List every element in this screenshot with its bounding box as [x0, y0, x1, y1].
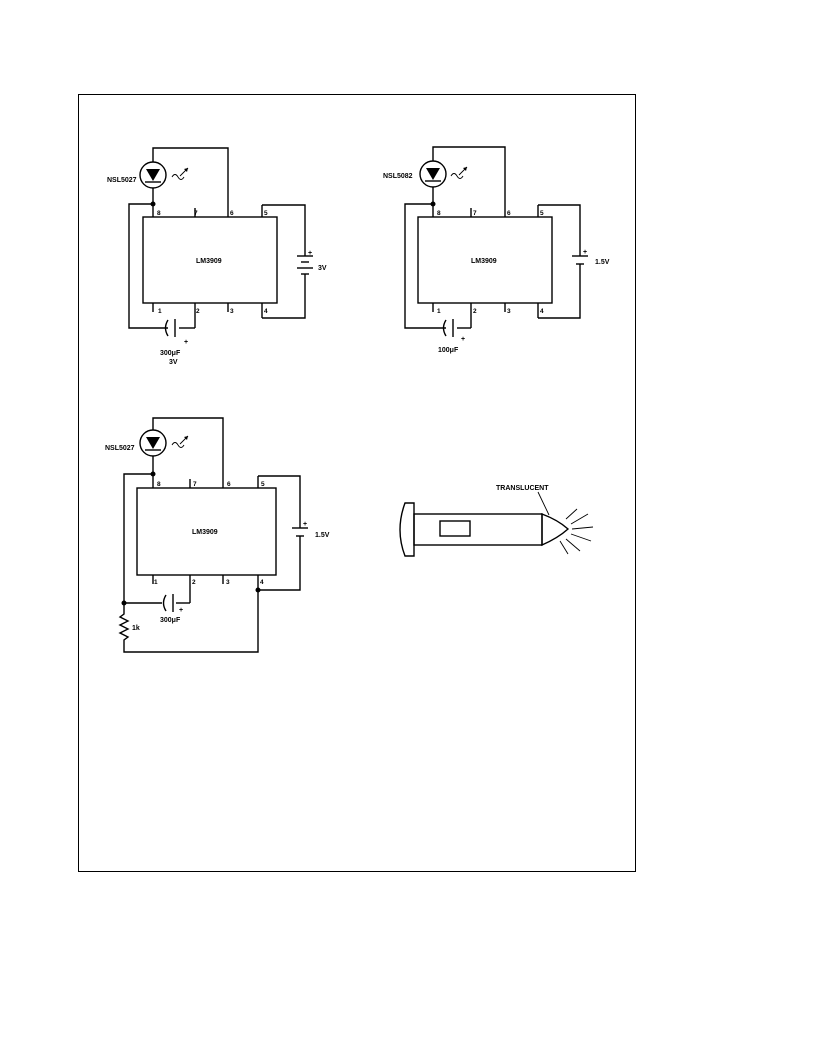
svg-text:8: 8 — [437, 210, 441, 217]
circuit-a: LM3909 8 7 6 5 1 2 3 4 NSL5027 — [107, 147, 327, 366]
circuit-a-capacitor — [164, 319, 169, 337]
flashlight-switch — [439, 520, 471, 537]
svg-text:3: 3 — [226, 579, 230, 586]
circuit-b-chip-label: LM3909 — [471, 258, 497, 265]
flashlight-illustration: TRANSLUCENT — [399, 485, 594, 557]
circuit-a-pin1-num: 1 — [158, 308, 162, 315]
circuit-a-ic-body — [142, 216, 278, 304]
svg-text:+: + — [308, 250, 312, 257]
svg-text:8: 8 — [157, 481, 161, 488]
svg-text:4: 4 — [540, 308, 544, 315]
circuit-c: LM3909 8 7 6 5 1 2 3 4 NSL5027 + 300μF — [105, 417, 330, 653]
light-rays-icon — [559, 508, 594, 555]
flashlight-translucent-tip — [541, 512, 570, 547]
flashlight-body — [413, 513, 543, 546]
circuit-a-pin4-num: 4 — [264, 308, 268, 315]
circuit-a-pin2-num: 2 — [196, 308, 200, 315]
circuit-b-led-label: NSL5082 — [383, 173, 413, 180]
svg-text:+: + — [179, 607, 183, 614]
circuit-b-ic-body — [417, 216, 553, 304]
circuit-a-pin7-num: 7 — [194, 210, 198, 217]
circuit-b-cap-value: 100μF — [438, 347, 459, 354]
flashlight-end-cap — [399, 502, 415, 557]
circuit-c-resistor-label: 1k — [132, 625, 140, 632]
circuit-a-light-emission-icon — [171, 174, 185, 180]
figure-frame — [78, 94, 636, 872]
circuit-a-led-diode-icon — [146, 169, 160, 181]
svg-text:5: 5 — [540, 210, 544, 217]
circuit-c-cap-value: 300μF — [160, 617, 181, 624]
circuit-a-pin8-num: 8 — [157, 210, 161, 217]
svg-text:7: 7 — [193, 481, 197, 488]
circuit-c-led-label: NSL5027 — [105, 445, 135, 452]
svg-text:7: 7 — [473, 210, 477, 217]
circuit-a-cap-value: 300μF — [160, 350, 181, 357]
svg-text:2: 2 — [473, 308, 477, 315]
circuit-a-pin5-num: 5 — [264, 210, 268, 217]
svg-text:+: + — [303, 521, 307, 528]
svg-text:6: 6 — [507, 210, 511, 217]
circuit-a-pin3-num: 3 — [230, 308, 234, 315]
circuit-a-cap-voltage: 3V — [169, 359, 178, 366]
circuit-b-led-diode-icon — [426, 168, 440, 180]
svg-text:1: 1 — [437, 308, 441, 315]
svg-text:5: 5 — [261, 481, 265, 488]
circuit-c-ic-body — [136, 487, 277, 576]
circuit-a-pin6-num: 6 — [230, 210, 234, 217]
circuit-a-battery-label: 3V — [318, 265, 327, 272]
circuit-c-capacitor — [162, 594, 167, 612]
svg-text:4: 4 — [260, 579, 264, 586]
svg-text:2: 2 — [192, 579, 196, 586]
circuit-a-led-label: NSL5027 — [107, 177, 137, 184]
circuit-c-led-diode-icon — [146, 437, 160, 449]
translucent-pointer — [537, 491, 550, 516]
circuit-c-chip-label: LM3909 — [192, 529, 218, 536]
circuit-a-chip-label: LM3909 — [196, 258, 222, 265]
svg-text:1: 1 — [154, 579, 158, 586]
translucent-label: TRANSLUCENT — [496, 485, 549, 492]
circuit-c-battery-label: 1.5V — [315, 532, 330, 539]
svg-text:+: + — [461, 336, 465, 343]
circuit-b-light-emission-icon — [450, 173, 464, 179]
circuit-b: LM3909 8 7 6 5 1 2 3 4 NSL5082 + 100μF — [383, 146, 610, 354]
circuit-c-resistor — [118, 590, 259, 653]
circuit-b-battery-label: 1.5V — [595, 259, 610, 266]
circuit-b-capacitor — [442, 319, 447, 337]
svg-text:+: + — [583, 249, 587, 256]
svg-text:+: + — [184, 339, 188, 346]
svg-text:6: 6 — [227, 481, 231, 488]
circuit-c-light-emission-icon — [171, 442, 185, 448]
svg-text:3: 3 — [507, 308, 511, 315]
